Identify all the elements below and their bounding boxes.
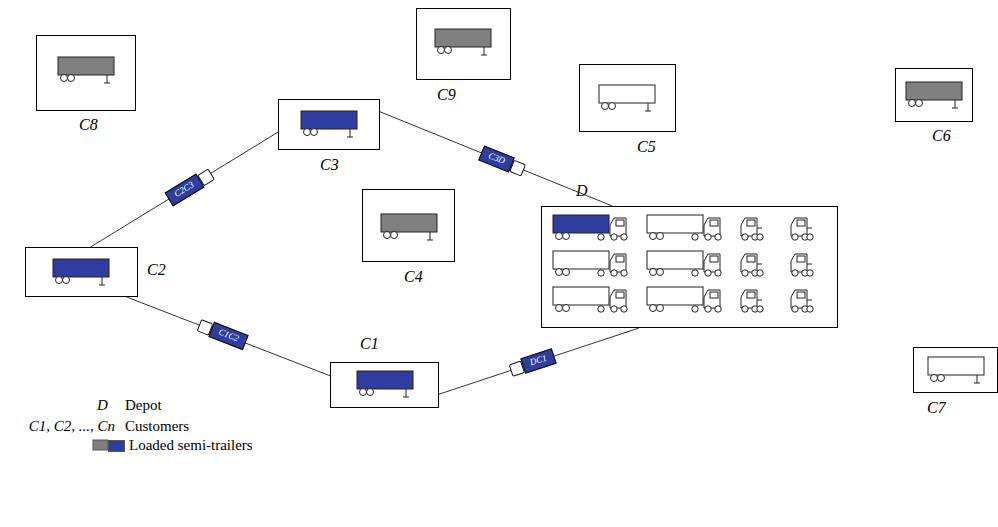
customer-box: C7 xyxy=(913,347,998,393)
depot-label: D xyxy=(576,183,588,199)
trailer-icon xyxy=(906,82,962,108)
depot-box: D xyxy=(541,206,838,328)
customer-box: C3 xyxy=(278,99,380,150)
legend-entry: Loaded semi-trailers xyxy=(108,438,253,453)
tractor-icon xyxy=(791,254,813,276)
truck-icon xyxy=(553,215,627,240)
customer-box: C9 xyxy=(416,8,511,80)
customer-trailers xyxy=(53,29,984,397)
customer-label: C2 xyxy=(147,262,166,278)
customer-box: C4 xyxy=(362,189,455,262)
customer-box: C2 xyxy=(25,247,138,297)
truck-icon xyxy=(553,251,627,276)
customer-label: C9 xyxy=(437,87,456,103)
route-line xyxy=(380,112,612,206)
trailer-icon xyxy=(435,29,491,55)
legend-swatch-grey xyxy=(93,440,108,450)
tractor-icon xyxy=(741,254,763,276)
customer-box: C1 xyxy=(330,362,439,408)
legend-swatch xyxy=(108,440,125,452)
truck-label: C3D xyxy=(478,145,515,172)
truck-label: DC1 xyxy=(521,348,557,373)
truck-label: C2C3 xyxy=(164,173,204,206)
truck-icon xyxy=(647,287,721,312)
tractor-icon xyxy=(791,290,813,312)
customer-label: C5 xyxy=(637,139,656,155)
tractor-icon xyxy=(741,290,763,312)
trailer-icon xyxy=(357,371,413,397)
trailer-icon xyxy=(599,85,655,111)
trailer-icon xyxy=(928,357,984,383)
route-line xyxy=(91,132,278,247)
trailer-icon xyxy=(53,259,109,285)
customer-box: C6 xyxy=(895,68,973,122)
customer-box: C8 xyxy=(36,35,136,111)
legend-symbol: C1, C2, ..., Cn xyxy=(10,419,115,434)
trailer-icon xyxy=(301,111,357,137)
legend-text: Depot xyxy=(125,398,162,413)
customer-label: C4 xyxy=(404,269,423,285)
truck-label: C1C2 xyxy=(208,322,248,350)
legend-text: Customers xyxy=(125,419,189,434)
truck-icon xyxy=(647,215,721,240)
customer-box: C5 xyxy=(579,64,676,132)
depot-fleet xyxy=(553,215,813,312)
route-line xyxy=(127,297,330,376)
customer-label: C7 xyxy=(927,400,946,416)
route-line xyxy=(439,328,639,394)
tractor-icon xyxy=(741,218,763,240)
tractor-icon xyxy=(791,218,813,240)
legend-text: Loaded semi-trailers xyxy=(129,438,253,453)
customer-label: C6 xyxy=(932,128,951,144)
trailer-icon xyxy=(58,57,114,83)
truck-icon xyxy=(553,287,627,312)
customer-label: C8 xyxy=(79,117,98,133)
customer-label: C1 xyxy=(360,336,379,352)
trailer-icon xyxy=(381,214,437,240)
truck-icon xyxy=(647,251,721,276)
legend-symbol: D xyxy=(97,398,108,413)
customer-label: C3 xyxy=(320,157,339,173)
